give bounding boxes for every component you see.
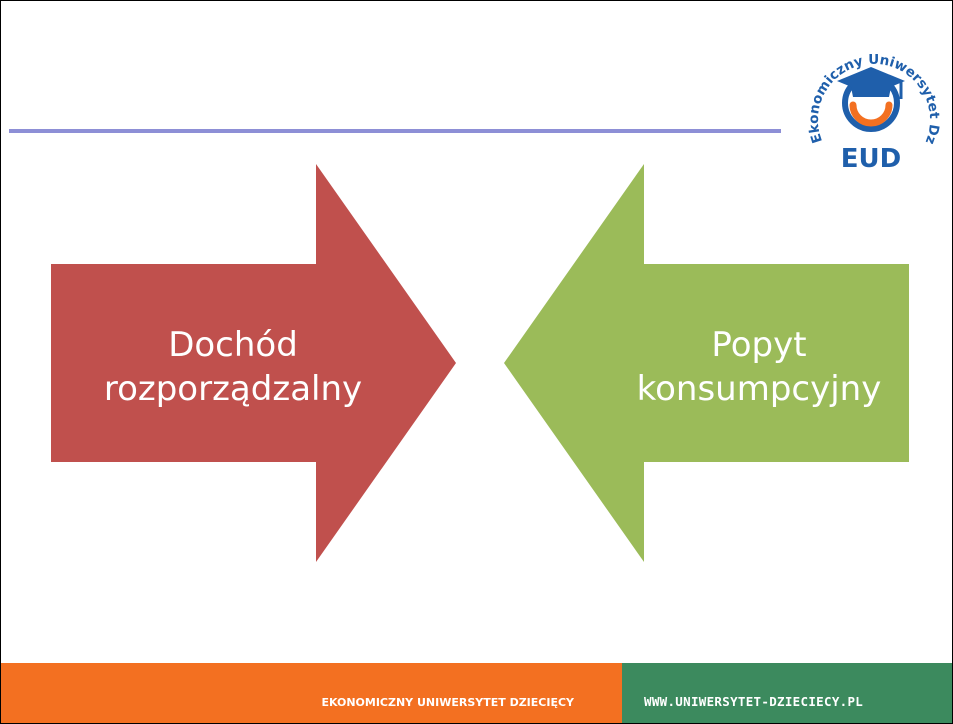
left-arrow-label: Dochód rozporządzalny bbox=[63, 323, 403, 411]
graduation-cap-smile-icon bbox=[837, 67, 905, 132]
footer: EKONOMICZNY UNIWERSYTET DZIECIĘCY WWW.UN… bbox=[1, 663, 952, 723]
footer-left-band: EKONOMICZNY UNIWERSYTET DZIECIĘCY bbox=[1, 663, 622, 723]
right-arrow-shape bbox=[504, 164, 909, 562]
eud-logo: Ekonomiczny Uniwersytet Dziecięcy EUD bbox=[801, 15, 941, 174]
title-rule bbox=[9, 129, 781, 133]
footer-right-band: WWW.UNIWERSYTET-DZIECIECY.PL bbox=[622, 663, 952, 723]
right-arrow-line1: Popyt bbox=[711, 325, 807, 365]
left-arrow-line1: Dochód bbox=[168, 325, 298, 365]
footer-org-name: EKONOMICZNY UNIWERSYTET DZIECIĘCY bbox=[321, 696, 574, 709]
left-arrow-line2: rozporządzalny bbox=[103, 369, 363, 409]
right-arrow-line2: konsumpcyjny bbox=[636, 369, 882, 409]
logo-acronym: EUD bbox=[841, 144, 901, 174]
left-arrow-shape bbox=[51, 164, 456, 562]
footer-website-link[interactable]: WWW.UNIWERSYTET-DZIECIECY.PL bbox=[644, 694, 864, 709]
right-arrow-label: Popyt konsumpcyjny bbox=[589, 323, 929, 411]
